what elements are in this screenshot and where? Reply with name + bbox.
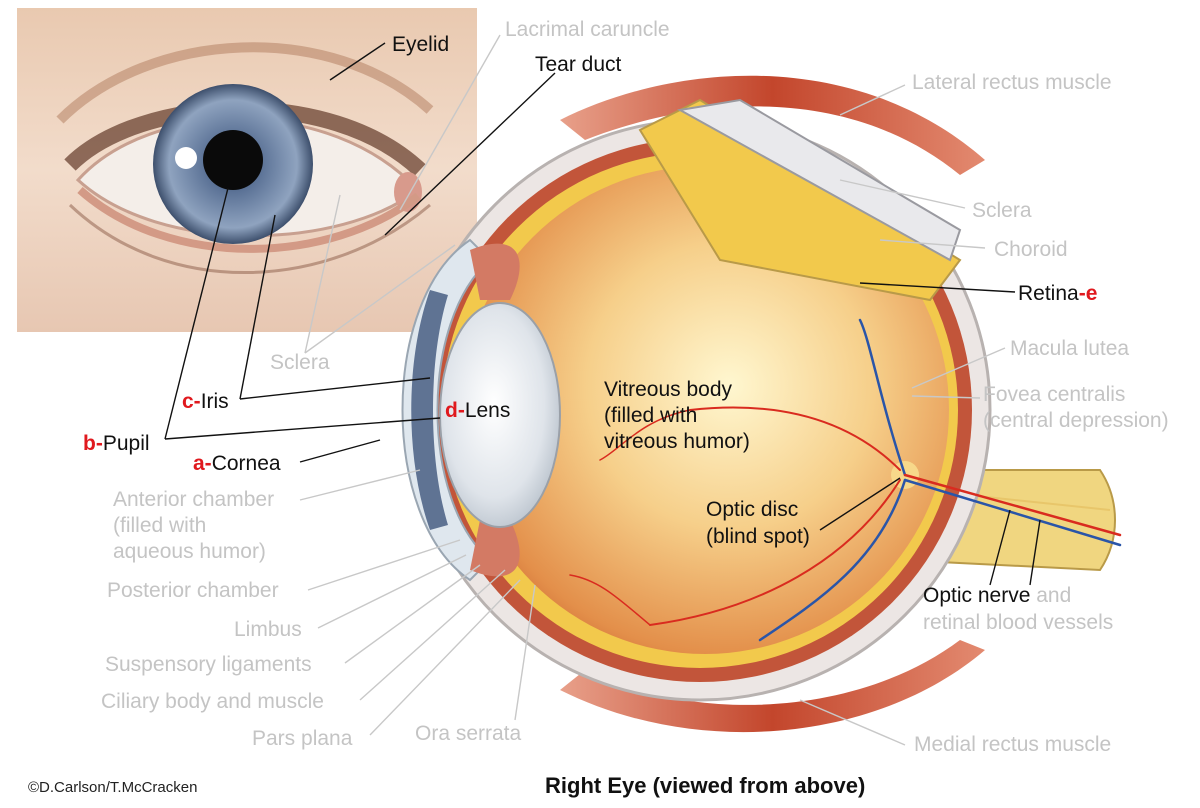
label-sclera-right: Sclera [972, 199, 1032, 222]
marker-e: -e [1079, 282, 1098, 305]
medial-rectus-muscle [560, 640, 985, 733]
label-cornea: a-Cornea [193, 452, 281, 475]
label-fovea-note: (central depression) [983, 409, 1169, 432]
vitreous-body [461, 166, 949, 654]
label-optic-nerve: Optic nerve and [923, 584, 1071, 607]
label-optic-disc-2: (blind spot) [706, 525, 810, 548]
leader-lines [164, 34, 1041, 746]
label-choroid: Choroid [994, 238, 1068, 261]
label-lacrimal-caruncle: Lacrimal caruncle [505, 18, 670, 41]
label-anterior-chamber-3: aqueous humor) [113, 540, 266, 563]
eye-photo [17, 8, 477, 332]
labels: Eyelid Lacrimal caruncle Tear duct Later… [28, 18, 1169, 798]
label-pupil: b-Pupil [83, 432, 150, 455]
label-eyelid: Eyelid [392, 33, 449, 56]
label-anterior-chamber-2: (filled with [113, 514, 206, 537]
label-fovea: Fovea centralis [983, 383, 1125, 406]
label-vitreous: Vitreous body [604, 378, 733, 401]
retinal-blood-vessels [569, 318, 1122, 642]
marker-b: b- [83, 432, 103, 455]
label-sclera-left: Sclera [270, 351, 330, 374]
label-retina: Retina-e [1018, 282, 1097, 305]
lens [439, 302, 561, 528]
label-optic-disc: Optic disc [706, 498, 798, 521]
iris-section [411, 290, 448, 530]
marker-c: c- [182, 390, 201, 413]
ciliary-body [470, 243, 520, 300]
label-suspensory: Suspensory ligaments [105, 653, 312, 676]
credit: ©D.Carlson/T.McCracken [28, 779, 197, 796]
label-lateral-rectus: Lateral rectus muscle [912, 71, 1112, 94]
label-iris: c-Iris [182, 390, 229, 413]
label-pars-plana: Pars plana [252, 727, 353, 750]
marker-a: a- [193, 452, 212, 475]
label-macula: Macula lutea [1010, 337, 1129, 360]
marker-d: d- [445, 399, 465, 422]
label-vitreous-2: (filled with [604, 404, 697, 427]
label-ora-serrata: Ora serrata [415, 722, 522, 745]
label-anterior-chamber: Anterior chamber [113, 488, 274, 511]
label-medial-rectus: Medial rectus muscle [914, 733, 1111, 756]
label-limbus: Limbus [234, 618, 302, 641]
label-ciliary: Ciliary body and muscle [101, 690, 324, 713]
layer-cutaway [638, 98, 962, 302]
label-posterior-chamber: Posterior chamber [107, 579, 279, 602]
label-tear-duct: Tear duct [535, 53, 622, 76]
label-lens: d-Lens [445, 399, 510, 422]
diagram-title: Right Eye (viewed from above) [545, 773, 865, 798]
label-vitreous-3: vitreous humor) [604, 430, 750, 453]
label-retinal-vessels: retinal blood vessels [923, 611, 1113, 634]
lateral-rectus-muscle [560, 75, 985, 175]
